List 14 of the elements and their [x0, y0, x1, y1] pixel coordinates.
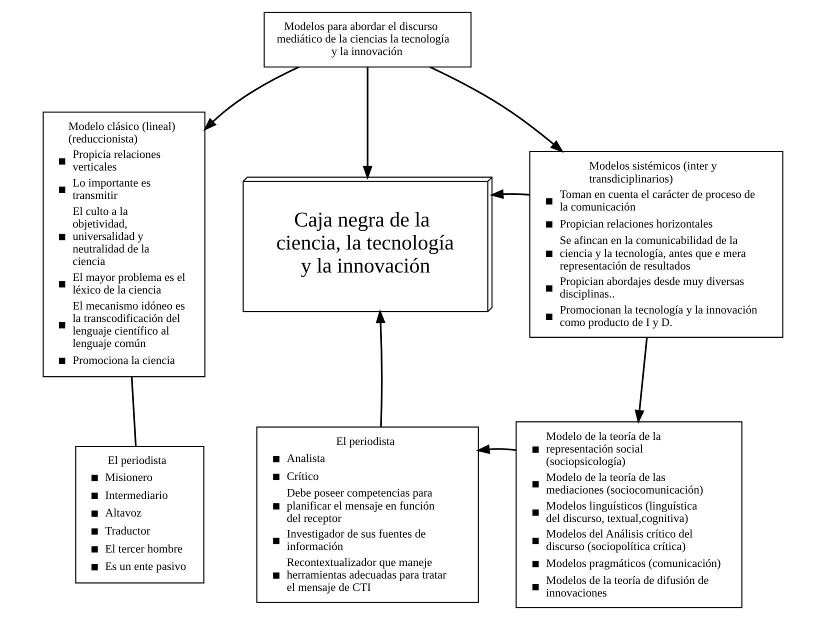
node-box: El periodista Misionero Intermediario Altavoz Traductor El tercer hombre Es un ente pasivo — [75, 446, 204, 584]
arrow — [376, 309, 386, 427]
node-box: Modelos para abordar el discurso mediático de la ciencias la tecnología y la innovación — [264, 12, 472, 68]
node-box: Modelo de la teoría de la representación social (sociopsicología) Modelo de la teoría de las mediaciones (sociocomunicación) Modelos linguísticos (linguística del discurso, textual,cognitiva) Modelos del Análisis crítico del discurso (sociopolítica crítica) Modelos pragmáticos (comunicación) Modelos de la teoría de difusión de innovaciones — [516, 421, 742, 608]
node-box: Modelos sistémicos (inter y transdiciplinarios) Toman en cuenta el carácter de proceso de la comunicación Propician relaciones horizontales Se afincan en la comunicabilidad de la ciencia y la tecnología, antes que e mera representación de resultados Propician abordajes desde muy diversas disciplinas.. Promocionan la tecnología y la innovación como producto de I y D. — [529, 150, 784, 338]
arrow — [476, 444, 516, 454]
node-box: El periodista Analista Crítico Debe poseer competencias para planificar el mensaje en función del receptor Investigador de sus fuentes de información Recontextualizador que maneje herramientas adecuadas para tratar el mensaje de CTI — [256, 426, 479, 603]
arrow — [203, 66, 300, 132]
arrow — [490, 189, 530, 199]
node-box: Modelo clásico (lineal) (reduccionista) Propicia relaciones verticales Lo importante es transmitir El culto a la objetividad, universalidad y neutralidad de la ciencia El mayor problema es el léxico de la ciencia El mecanismo idóneo es la transcodificación del lenguaje científico al lenguaje común Promociona la ciencia — [42, 112, 206, 378]
arrow — [634, 337, 648, 424]
arrow — [362, 67, 372, 180]
arrow — [430, 66, 564, 153]
connector — [130, 376, 137, 446]
